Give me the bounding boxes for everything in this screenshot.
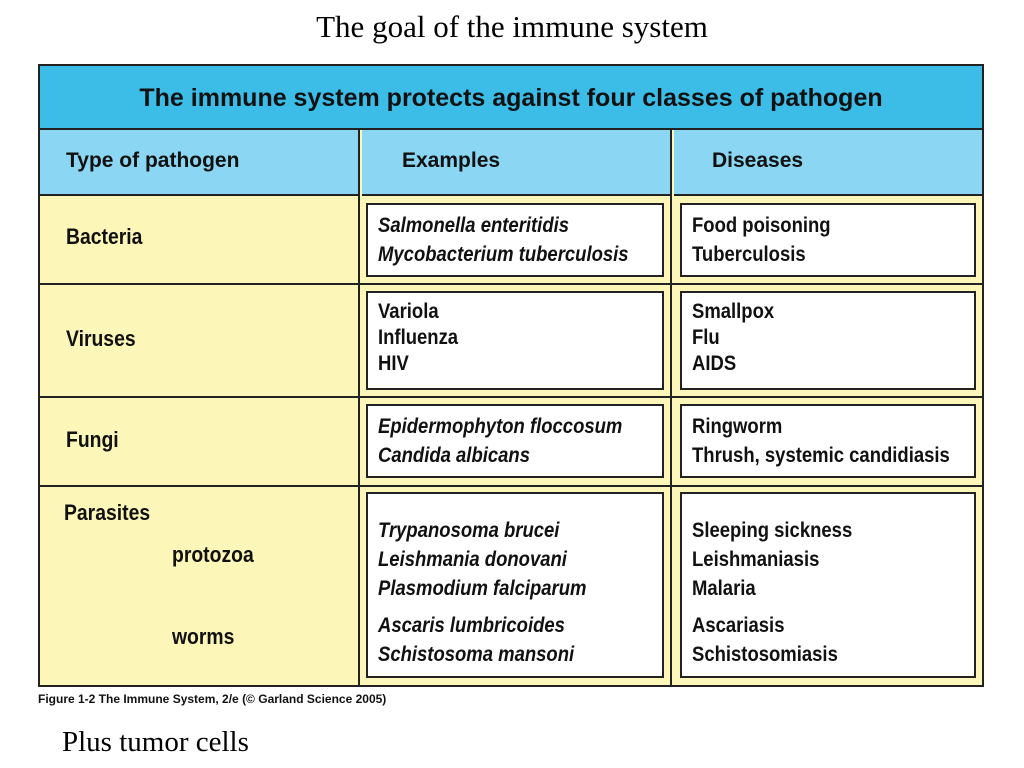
disease-item: Flu bbox=[692, 326, 720, 349]
example-item: Mycobacterium tuberculosis bbox=[378, 243, 629, 266]
example-item: Leishmania donovani bbox=[378, 548, 567, 571]
spacer bbox=[692, 603, 974, 611]
disease-item: Ringworm bbox=[692, 415, 783, 438]
example-item: Variola bbox=[378, 300, 439, 323]
disease-item: Ascariasis bbox=[692, 614, 785, 637]
example-item: Epidermophyton floccosum bbox=[378, 415, 623, 438]
diseases-fungi: Ringworm Thrush, systemic candidiasis bbox=[680, 404, 976, 478]
column-divider bbox=[358, 130, 360, 685]
column-header-diseases: Diseases bbox=[674, 130, 982, 196]
pathogen-type-viruses: Viruses bbox=[66, 326, 136, 351]
diseases-bacteria: Food poisoning Tuberculosis bbox=[680, 203, 976, 277]
disease-item: Sleeping sickness bbox=[692, 519, 853, 542]
row-divider bbox=[40, 283, 982, 285]
diseases-viruses: Smallpox Flu AIDS bbox=[680, 291, 976, 390]
example-item: Trypanosoma brucei bbox=[378, 519, 560, 542]
example-item: Ascaris lumbricoides bbox=[378, 614, 565, 637]
pathogen-type-bacteria: Bacteria bbox=[66, 224, 143, 249]
examples-viruses: Variola Influenza HIV bbox=[366, 291, 664, 390]
examples-fungi: Epidermophyton floccosum Candida albican… bbox=[366, 404, 664, 478]
pathogen-type-parasites: Parasites bbox=[64, 500, 151, 525]
example-item: HIV bbox=[378, 352, 409, 375]
disease-item: Smallpox bbox=[692, 300, 775, 323]
column-divider bbox=[670, 130, 672, 685]
figure-heading: The immune system protects against four … bbox=[40, 66, 982, 130]
example-item: Candida albicans bbox=[378, 444, 530, 467]
disease-item: Food poisoning bbox=[692, 214, 831, 237]
figure-caption: Figure 1-2 The Immune System, 2/e (© Gar… bbox=[38, 692, 387, 706]
row-divider bbox=[40, 485, 982, 487]
disease-item: Thrush, systemic candidiasis bbox=[692, 444, 950, 467]
disease-item: AIDS bbox=[692, 352, 737, 375]
pathogen-table-figure: The immune system protects against four … bbox=[38, 64, 984, 687]
example-item: Salmonella enteritidis bbox=[378, 214, 570, 237]
example-item: Schistosoma mansoni bbox=[378, 643, 575, 666]
example-item: Influenza bbox=[378, 326, 459, 349]
parasite-subtype-protozoa: protozoa bbox=[172, 542, 254, 567]
example-item: Plasmodium falciparum bbox=[378, 577, 587, 600]
disease-item: Schistosomiasis bbox=[692, 643, 838, 666]
column-header-type: Type of pathogen bbox=[40, 130, 360, 196]
spacer bbox=[378, 603, 662, 611]
examples-parasites: Trypanosoma brucei Leishmania donovani P… bbox=[366, 492, 664, 678]
examples-bacteria: Salmonella enteritidis Mycobacterium tub… bbox=[366, 203, 664, 277]
disease-item: Tuberculosis bbox=[692, 243, 806, 266]
diseases-parasites: Sleeping sickness Leishmaniasis Malaria … bbox=[680, 492, 976, 678]
column-header-examples: Examples bbox=[362, 130, 672, 196]
parasite-subtype-worms: worms bbox=[172, 624, 235, 649]
row-divider bbox=[40, 396, 982, 398]
slide-title: The goal of the immune system bbox=[316, 9, 708, 44]
footer-note: Plus tumor cells bbox=[62, 726, 249, 758]
pathogen-type-fungi: Fungi bbox=[66, 427, 119, 452]
disease-item: Malaria bbox=[692, 577, 756, 600]
disease-item: Leishmaniasis bbox=[692, 548, 820, 571]
